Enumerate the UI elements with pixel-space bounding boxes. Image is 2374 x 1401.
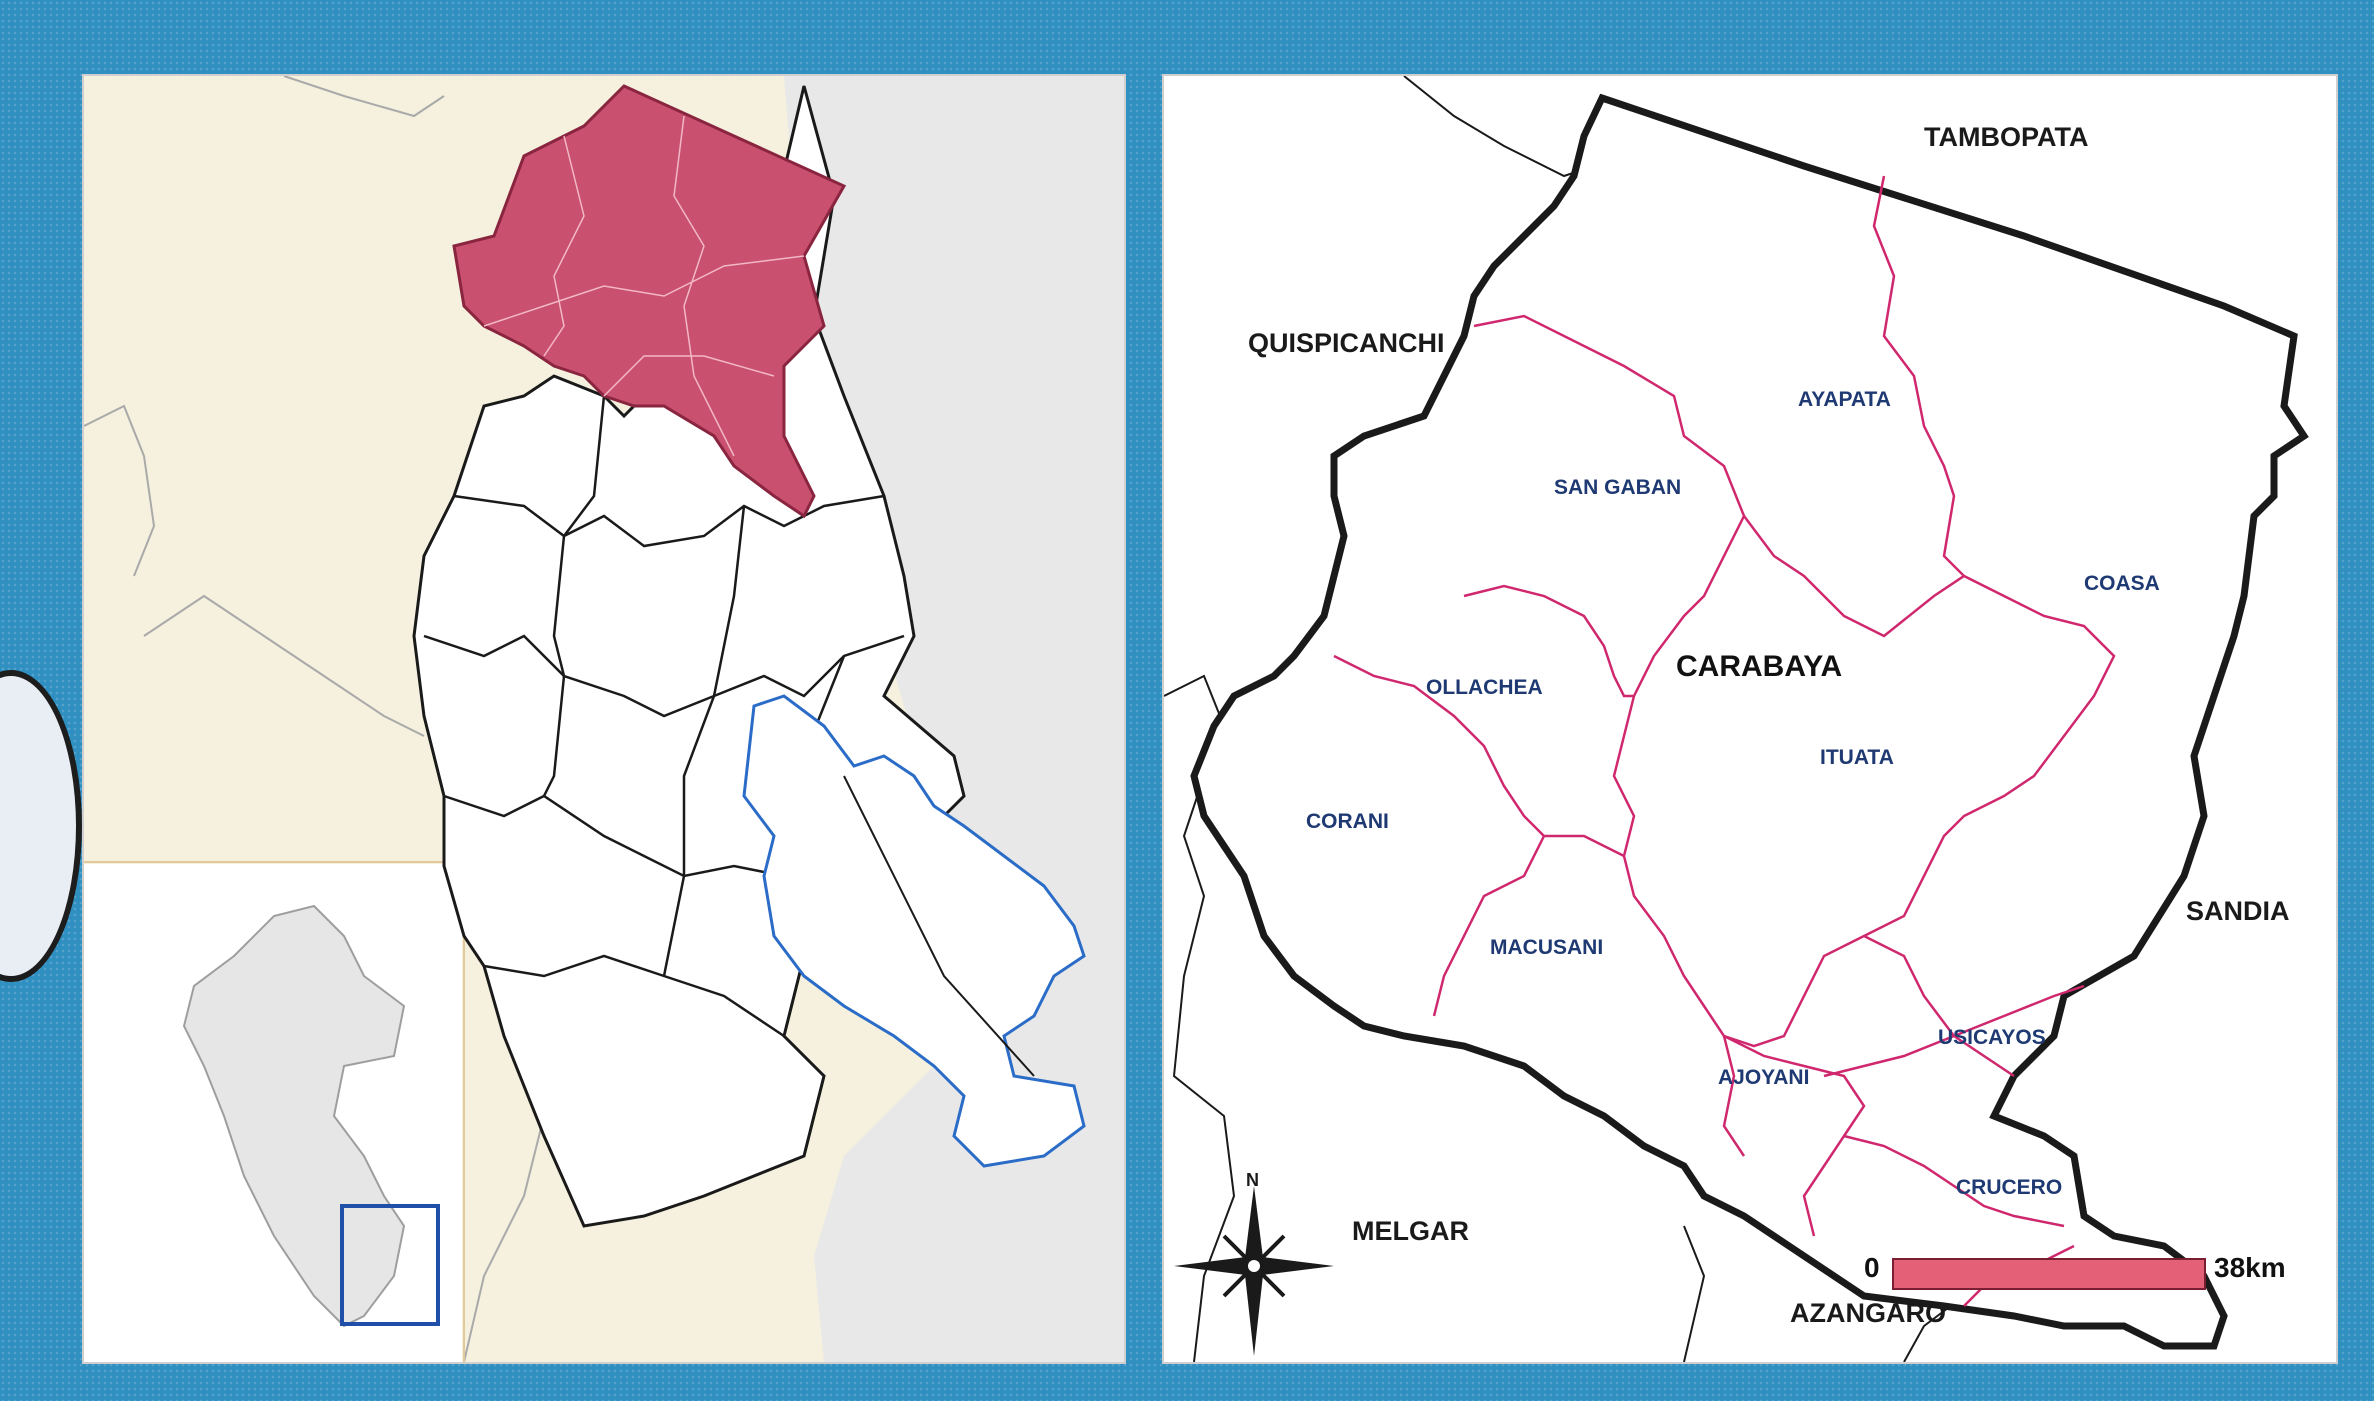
label-tambopata: TAMBOPATA (1924, 122, 2089, 152)
scale-start-label: 0 (1864, 1252, 1880, 1283)
inset-location-box (340, 1204, 440, 1326)
scale-bar (1892, 1258, 2206, 1290)
label-azangaro: AZANGARO (1790, 1298, 1946, 1328)
label-ituata: ITUATA (1820, 746, 1894, 769)
regional-map-panel (82, 74, 1126, 1364)
carabaya-highlight (452, 84, 847, 519)
district-border-minor (673, 115, 735, 457)
district-border-minor (543, 135, 585, 357)
scale-end-label: 38km (2214, 1252, 2286, 1283)
border-line (843, 775, 1035, 1077)
province-border (443, 794, 785, 878)
country-border-line (283, 76, 445, 118)
label-quispicanchi: QUISPICANCHI (1248, 328, 1445, 358)
district-border (1463, 584, 1634, 698)
carabaya-detail-svg (1164, 76, 2309, 1362)
lake-titicaca (742, 694, 1086, 1168)
label-ollachea: OLLACHEA (1426, 676, 1543, 699)
neighbor-boundary (1403, 76, 1595, 178)
province-border (483, 954, 785, 1038)
carabaya-detail-panel (1162, 74, 2338, 1364)
district-border (1843, 1134, 2065, 1228)
label-usicayos: USICAYOS (1938, 1026, 2046, 1049)
label-ayapata: AYAPATA (1798, 388, 1891, 411)
province-border (662, 505, 746, 977)
label-macusani: MACUSANI (1490, 936, 1604, 959)
district-border (1723, 1034, 1866, 1237)
district-border (1333, 654, 1625, 858)
province-border (542, 395, 606, 797)
carabaya-province-outline (1190, 93, 2309, 1350)
neighbor-boundary (1683, 1225, 1706, 1362)
neighbor-region-area (784, 76, 1124, 1362)
label-corani: CORANI (1306, 810, 1389, 833)
north-label: N (1246, 1170, 1259, 1190)
country-border-line (84, 404, 156, 577)
north-arrow-icon (1174, 1186, 1334, 1356)
label-carabaya: CARABAYA (1676, 650, 1843, 683)
country-border-line (143, 594, 425, 737)
district-border (1723, 515, 2116, 1048)
district-border (1432, 835, 1546, 1017)
label-sandia: SANDIA (2186, 896, 2290, 926)
peru-outline (182, 904, 406, 1328)
label-ajoyani: AJOYANI (1718, 1066, 1810, 1089)
district-border (1823, 984, 2085, 1078)
province-border (423, 634, 905, 718)
district-border (1863, 934, 2015, 1078)
district-border-minor (483, 255, 805, 327)
district-border-minor (603, 355, 775, 397)
label-crucero: CRUCERO (1956, 1176, 2063, 1199)
label-coasa: COASA (2084, 572, 2160, 595)
district-border (1872, 175, 1965, 577)
regional-map-svg (84, 76, 1124, 1362)
label-san-gaban: SAN GABAN (1554, 476, 1682, 499)
label-melgar: MELGAR (1352, 1216, 1469, 1246)
